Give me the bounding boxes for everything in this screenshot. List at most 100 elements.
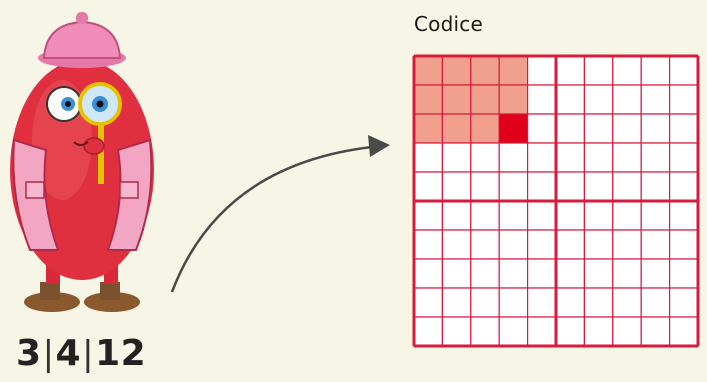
grid-cell xyxy=(470,142,500,173)
grid-cell xyxy=(668,258,699,289)
grid-cell xyxy=(612,84,642,115)
detective-with-magnifier-icon xyxy=(10,12,154,312)
grid-cell xyxy=(413,171,443,202)
grid-cell xyxy=(640,287,671,318)
grid-cell xyxy=(640,113,671,144)
grid-cell xyxy=(441,229,472,260)
grid-cell-highlighted xyxy=(441,84,472,115)
grid-cell xyxy=(441,258,472,289)
grid-cell xyxy=(441,142,472,173)
grid-cell xyxy=(413,258,443,289)
grid-cell-highlighted xyxy=(413,113,443,144)
grid-cell xyxy=(555,55,585,86)
grid-cell-target xyxy=(498,113,529,144)
grid-cell xyxy=(441,316,472,347)
grid-cell xyxy=(470,229,500,260)
grid-cell xyxy=(668,84,699,115)
grid-cell xyxy=(413,287,443,318)
grid-cell xyxy=(640,55,671,86)
grid-cell xyxy=(555,113,585,144)
grid-cell xyxy=(668,229,699,260)
code-part-2: 4 xyxy=(55,333,82,374)
grid-cell xyxy=(526,287,557,318)
grid-cell xyxy=(498,142,529,173)
grid-cell xyxy=(526,113,557,144)
grid-cell xyxy=(470,316,500,347)
code-separator-2: | xyxy=(82,334,95,374)
grid-cell xyxy=(668,316,699,347)
grid-cell xyxy=(612,142,642,173)
grid-cell xyxy=(526,316,557,347)
grid-cell xyxy=(498,316,529,347)
grid-cell xyxy=(413,200,443,231)
code-part-3: 12 xyxy=(95,333,147,374)
grid-cell xyxy=(498,229,529,260)
code-separator-1: | xyxy=(42,334,55,374)
grid-cell xyxy=(668,142,699,173)
grid-cell xyxy=(583,84,614,115)
grid-cell xyxy=(612,258,642,289)
grid-cell xyxy=(640,200,671,231)
grid-cell xyxy=(498,287,529,318)
grid-cell xyxy=(640,316,671,347)
grid-cell xyxy=(441,200,472,231)
grid-cell xyxy=(583,287,614,318)
grid-cell xyxy=(526,55,557,86)
grid-cell xyxy=(413,316,443,347)
grid-cell xyxy=(612,316,642,347)
grid-cell xyxy=(668,200,699,231)
grid-cell xyxy=(441,287,472,318)
grid-cell-highlighted xyxy=(498,84,529,115)
grid-cell xyxy=(555,287,585,318)
grid-cell xyxy=(498,200,529,231)
grid-cell-highlighted xyxy=(413,84,443,115)
grid-cell xyxy=(526,229,557,260)
grid-cell xyxy=(612,171,642,202)
grid-cell xyxy=(668,287,699,318)
grid-title: Codice xyxy=(414,12,483,36)
grid-cell xyxy=(555,229,585,260)
grid-cell xyxy=(555,316,585,347)
grid-cell xyxy=(668,55,699,86)
grid-cell xyxy=(498,171,529,202)
grid-cell xyxy=(498,258,529,289)
grid-cell xyxy=(526,258,557,289)
grid-cell xyxy=(612,229,642,260)
grid-cell-highlighted xyxy=(413,55,443,86)
grid-cell xyxy=(668,113,699,144)
grid-cell-highlighted xyxy=(498,55,529,86)
grid-cell xyxy=(583,200,614,231)
grid-cell xyxy=(583,113,614,144)
grid-cell xyxy=(583,229,614,260)
grid-cell xyxy=(583,316,614,347)
grid-cell xyxy=(668,171,699,202)
grid-cell xyxy=(413,229,443,260)
grid-cell xyxy=(555,171,585,202)
code-label: 3|4|12 xyxy=(16,333,147,375)
grid-cell xyxy=(640,142,671,173)
grid-cell xyxy=(526,84,557,115)
grid-cell xyxy=(470,287,500,318)
grid-cell xyxy=(612,55,642,86)
grid-cell xyxy=(612,113,642,144)
grid-cell xyxy=(470,258,500,289)
grid-cell-highlighted xyxy=(470,84,500,115)
grid-cell xyxy=(583,171,614,202)
grid-cell xyxy=(612,287,642,318)
grid-cell xyxy=(413,142,443,173)
grid-cell xyxy=(555,258,585,289)
grid-cell xyxy=(555,142,585,173)
grid-cell xyxy=(612,200,642,231)
grid-cell xyxy=(640,171,671,202)
grid-cell xyxy=(555,200,585,231)
grid-cell xyxy=(583,258,614,289)
grid-cell xyxy=(640,84,671,115)
code-part-1: 3 xyxy=(16,333,42,374)
grid-cell xyxy=(526,200,557,231)
grid-cell xyxy=(640,258,671,289)
grid-cell xyxy=(583,55,614,86)
grid-cell xyxy=(470,171,500,202)
grid-cell-highlighted xyxy=(470,113,500,144)
grid-cell xyxy=(555,84,585,115)
